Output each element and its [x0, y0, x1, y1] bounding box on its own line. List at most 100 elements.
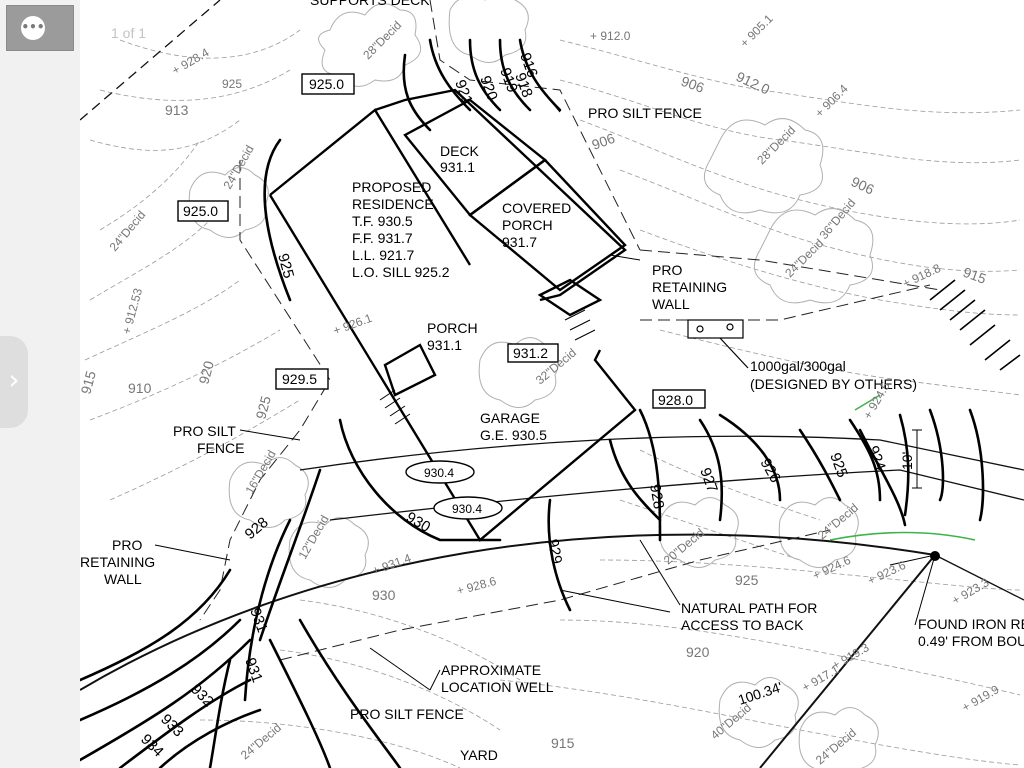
tree-label: 24"Decid [220, 143, 256, 192]
spot-elevation: + 928.4 [170, 45, 212, 77]
tree-label: 24"Decid [238, 721, 284, 763]
silt-fence-label: PRO SILT FENCE [350, 706, 464, 722]
tree-label: 12"Decid [295, 513, 331, 562]
contour-label: 928 [242, 514, 272, 543]
oval-elevation: 930.4 [424, 466, 454, 480]
thumbnail-sidebar: ••• › [0, 0, 80, 768]
spot-elevation: + 923.3 [950, 575, 992, 607]
boxed-elevation: 928.0 [658, 392, 693, 408]
natural-path-label: NATURAL PATH FOR [681, 600, 817, 616]
iron-rebar-label: 0.49' FROM BOU [918, 633, 1024, 649]
well-label: APPROXIMATE [441, 662, 541, 678]
natural-path-label: ACCESS TO BACK [681, 617, 804, 633]
contour-label-light: 915 [961, 264, 989, 287]
residence-label: L.O. SILL 925.2 [352, 264, 450, 280]
contour-label-light: 910 [128, 380, 152, 396]
covered-porch-label: 931.7 [502, 234, 537, 250]
tree-label: 20"Decid [661, 526, 707, 568]
covered-porch-label: PORCH [502, 217, 553, 233]
tree-label: 24"Decid [107, 208, 149, 254]
existing-contours [84, 29, 1021, 768]
tree-label: 36"Decid [817, 196, 859, 242]
septic-label: 1000gal/300gal [750, 358, 846, 374]
spot-elevation: + 919.9 [960, 682, 1002, 714]
contour-label-light: 906 [849, 173, 877, 197]
deck-label: 931.1 [440, 159, 475, 175]
retaining-wall-label: RETAINING [652, 279, 727, 295]
yard-label: YARD [460, 747, 498, 763]
contour-label-light: 912.0 [734, 68, 773, 97]
sidebar-toggle-chevron-icon[interactable]: › [0, 336, 28, 428]
contour-label: 924 [864, 444, 889, 473]
contour-label: 925 [826, 451, 851, 480]
tree-label: 24"Decid [813, 726, 859, 768]
contour-label: 930 [403, 509, 433, 536]
more-options-icon[interactable]: ••• [21, 16, 45, 40]
residence-label: F.F. 931.7 [352, 230, 413, 246]
contour-label-light: 913 [165, 102, 189, 118]
boxed-elevation: 929.5 [282, 371, 317, 387]
spot-elevation: + 924.6 [810, 553, 853, 583]
green-markup [829, 394, 976, 541]
tree-label: 16"Decid [242, 448, 278, 497]
contour-label: 928 [646, 483, 667, 511]
contour-label-light: 925 [735, 572, 759, 588]
iron-rebar-label: FOUND IRON REB [918, 616, 1024, 632]
garage-label: GARAGE [480, 410, 540, 426]
contour-label: 931 [246, 606, 271, 635]
contour-label: 931 [241, 656, 266, 685]
proposed-contours [80, 38, 985, 768]
top-clipped-label: SUPPORTS DECK [310, 0, 430, 8]
retaining-wall-label: PRO [652, 262, 682, 278]
residence-label: RESIDENCE [352, 196, 434, 212]
contour-label: 925 [274, 252, 297, 281]
page-thumbnail[interactable]: ••• [6, 5, 74, 51]
retaining-wall-label: PRO [112, 537, 142, 553]
contour-label-light: 930 [372, 587, 396, 603]
iron-rebar-marker [930, 551, 940, 561]
property-lines [80, 0, 1024, 768]
silt-fence-label: PRO SILT FENCE [588, 105, 702, 121]
stair-symbols [379, 279, 1021, 425]
retaining-wall-label: WALL [104, 571, 142, 587]
retaining-wall-label: WALL [652, 296, 690, 312]
dimension-label: 10' [899, 452, 915, 470]
spot-elevation: + 912.53 [119, 286, 145, 335]
tree-label: 40"Decid [708, 701, 754, 743]
spot-elevation: + 928.6 [455, 574, 498, 598]
spot-elevation: + 923.6 [865, 558, 908, 588]
site-plan-drawing: SUPPORTS DECK 925.0 925.0 929.5 931.2 92… [80, 0, 1024, 768]
residence-label: PROPOSED [352, 179, 431, 195]
well-label: LOCATION WELL [441, 679, 554, 695]
building-footprint [268, 88, 637, 542]
tree-label: 28"Decid [754, 123, 798, 167]
oval-elevation: 930.4 [452, 502, 482, 516]
boxed-elevation-frames [177, 73, 706, 520]
contour-label-light: 915 [551, 735, 575, 751]
boxed-elevation: 931.2 [513, 345, 548, 361]
retaining-wall-label: RETAINING [80, 554, 155, 570]
garage-label: G.E. 930.5 [480, 427, 547, 443]
septic-label: (DESIGNED BY OTHERS) [750, 376, 917, 392]
contour-label: 929 [544, 538, 565, 566]
spot-elevation: + 919.3 [830, 640, 872, 672]
tree-label: 24"Decid [782, 236, 826, 280]
contour-label: 932 [187, 681, 217, 711]
contour-label-light: 920 [195, 359, 217, 386]
spot-elevation: + 931.4 [370, 551, 413, 578]
deck-label: DECK [440, 143, 480, 159]
covered-porch-label: COVERED [502, 200, 571, 216]
porch-label: PORCH [427, 320, 478, 336]
contour-label: 920 [476, 74, 501, 103]
contour-label-light: 915 [80, 369, 99, 396]
tree-label: 28"Decid [360, 18, 404, 62]
contour-label-light: 925 [252, 394, 274, 421]
septic-tank-symbol [687, 319, 749, 369]
residence-label: L.L. 921.7 [352, 247, 414, 263]
contour-label: 926 [757, 456, 784, 486]
spot-elevation: + 906.4 [812, 81, 851, 120]
spot-elevation: + 912.0 [590, 29, 631, 43]
contour-label-light: 906 [679, 73, 707, 96]
contour-label-light: 920 [686, 644, 710, 660]
residence-label: T.F. 930.5 [352, 213, 413, 229]
